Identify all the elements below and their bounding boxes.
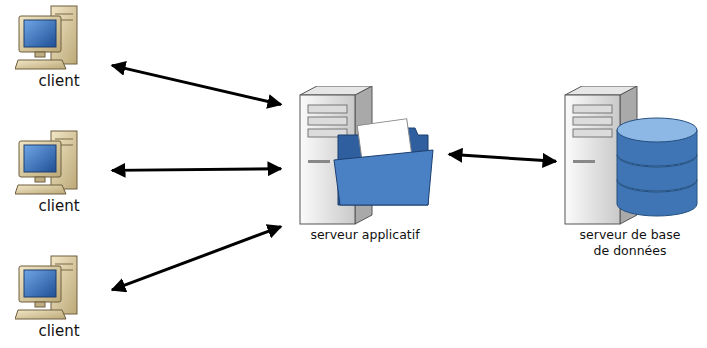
node-label: client [14,72,104,91]
node-label: serveur applicatif [290,227,440,243]
client-node: client [10,0,108,91]
node-label: serveur de base de données [574,227,686,258]
client-node: client [10,250,108,341]
computer-icon [15,256,77,319]
computer-icon [15,6,77,69]
double-arrow [112,227,281,290]
double-arrow [112,65,281,104]
folder-icon [334,119,433,205]
double-arrow [449,154,556,161]
node-label: client [14,322,104,341]
server-node: serveur de base de données [560,82,700,258]
client-node: client [10,125,108,216]
database-icon [617,118,697,216]
computer-icon [15,131,77,194]
double-arrow [112,169,281,171]
node-label: client [14,197,104,216]
server-node: serveur applicatif [285,82,445,243]
